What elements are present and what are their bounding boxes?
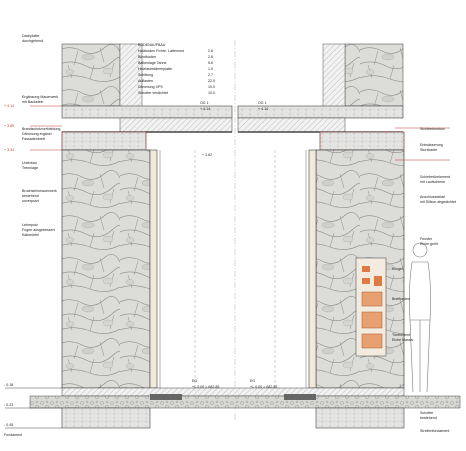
- label-oak-solid: Eiche Massiv: [392, 338, 413, 342]
- stone-wall-left: [61, 149, 151, 389]
- door-frame-right: [308, 149, 317, 389]
- buildup-row: Auflasten: [138, 79, 153, 83]
- level-og1-left: OG 1: [200, 101, 209, 105]
- label-fire: Brandschutzverkleidung: [22, 127, 60, 131]
- upper-wall-left: [61, 43, 121, 107]
- foundation-right: [315, 407, 405, 429]
- label-joints: Fugen ausgebessert: [22, 228, 55, 232]
- buildup-row: Balkenlage Tanne: [138, 61, 167, 65]
- label-connection: Anschlussdetail: [420, 195, 445, 199]
- level-eg-right: EG: [250, 379, 255, 383]
- foundation-left: [61, 407, 151, 429]
- level-og1-right-val: + 4.14: [258, 107, 268, 111]
- label-insul: Dämmung ergänzt: [22, 132, 52, 136]
- label-roof: Dachplatte: [22, 34, 39, 38]
- floor-slab: [61, 387, 405, 397]
- level-3-34: + 3.34: [4, 148, 14, 152]
- buildup-val: 10.0: [208, 91, 215, 95]
- label-existing-2: bestehend: [420, 416, 437, 420]
- letterbox-icon: [361, 291, 383, 307]
- buildup-val: 2.6: [208, 49, 213, 53]
- gravel-layer: [29, 395, 461, 409]
- label-silicone: mit Silikon abgedichtet: [420, 200, 456, 204]
- bell-icon: [362, 266, 370, 272]
- label-masonry: Ergänzung Mauerwerk: [22, 95, 58, 99]
- label-lime: Kalkmörtel: [22, 233, 39, 237]
- floor-buildup-left: [119, 117, 233, 133]
- buildup-row: Schiftung: [138, 73, 153, 77]
- level-eg-left-val: +/- 0.00 = 682.85: [192, 385, 219, 389]
- label-window: Fenster: [420, 237, 433, 241]
- door-frame-left: [149, 149, 158, 389]
- label-foundation: Fundament: [4, 433, 22, 437]
- buildup-val: 2.8: [208, 55, 213, 59]
- level-023: - 0.23: [4, 403, 13, 407]
- label-existing: bestehend: [22, 194, 39, 198]
- floor-buildup-right: [237, 117, 346, 133]
- label-oak: Eiche geölt: [420, 242, 438, 246]
- level-4-14: + 4.14: [4, 104, 14, 108]
- buildup-row: Schotter verdichtet: [138, 91, 168, 95]
- buildup-val: 5.6: [208, 61, 213, 65]
- label-clay: Lehmputz: [22, 223, 38, 227]
- buildup-title: BODENAUFBAU: [138, 43, 166, 47]
- label-rail: mit Laufschiene: [420, 180, 445, 184]
- label-roof-2: durchgehend: [22, 39, 43, 43]
- buildup-val: 2.7: [208, 73, 213, 77]
- floor-buildup-table: BODENAUFBAU Holzboden Fichte, Lattenrost…: [138, 43, 215, 95]
- lintel-left: [61, 131, 147, 151]
- label-masonry-2: mit Backstein: [22, 100, 43, 104]
- label-letterbox: Briefkasten: [392, 297, 410, 301]
- level-3-62: + 3.62: [202, 153, 212, 157]
- buildup-row: Dämmung XPS: [138, 85, 163, 89]
- label-drain: Entwässerung: [420, 143, 443, 147]
- label-door: Türelement: [392, 333, 410, 337]
- label-lintel-edge: Sturzkante: [420, 148, 437, 152]
- level-045: - 0.45: [4, 423, 13, 427]
- buildup-row: Holzboden Fichte, Lattenrost: [138, 49, 184, 53]
- level-018: - 0.18: [4, 383, 13, 387]
- label-gravel: Schotter: [420, 411, 434, 415]
- level-3-85: + 3.85: [4, 124, 14, 128]
- level-og1-left-val: + 4.14: [200, 107, 210, 111]
- level-og1-right: OG 1: [258, 101, 267, 105]
- label-lintel: Sichtbetonsturz: [420, 127, 445, 131]
- label-unplastered: unverputzt: [22, 199, 39, 203]
- buildup-row: Blindboden: [138, 55, 156, 59]
- lintel-right: [319, 131, 405, 151]
- label-sep: Trennlage: [22, 166, 38, 170]
- threshold: [150, 394, 182, 400]
- label-strip-foundation: Streifenfundament: [420, 429, 449, 433]
- level-eg-right-val: +/- 0.00 = 682.85: [250, 385, 277, 389]
- person-silhouette-icon: [409, 242, 431, 393]
- buildup-val: 1.0: [208, 67, 213, 71]
- label-board: Fassadenbrett: [22, 137, 45, 141]
- buildup-val: 10.0: [208, 85, 215, 89]
- upper-wall-right: [344, 43, 404, 107]
- level-eg-left: EG: [192, 379, 197, 383]
- label-sliding: Schiebetürelement: [420, 175, 450, 179]
- label-stone: Bruchsteinmauerwerk: [22, 189, 57, 193]
- label-bell: Klingel: [392, 267, 403, 271]
- buildup-row: Holzfaserdämmplatte: [138, 67, 172, 71]
- buildup-val: 22.0: [208, 79, 215, 83]
- label-substructure: Unterbau: [22, 161, 37, 165]
